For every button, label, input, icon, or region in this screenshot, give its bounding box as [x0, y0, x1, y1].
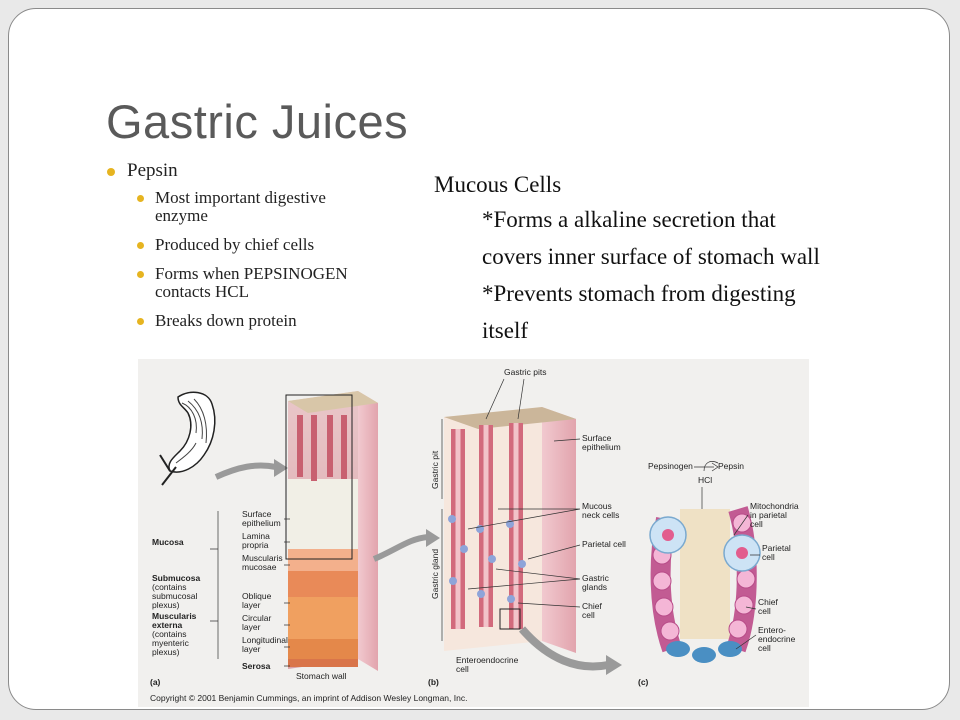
- arrow-head: [606, 655, 622, 675]
- slide: Gastric Juices Pepsin Most important dig…: [8, 8, 950, 710]
- mucous-cells-text: Mucous Cells *Forms a alkaline secretion…: [434, 169, 924, 349]
- pepsin-sub-list: Most important digestive enzyme Produced…: [101, 189, 421, 330]
- mucous-line: *Forms a alkaline secretion that: [482, 207, 776, 232]
- label-gastric-gland: Gastric gland: [430, 549, 440, 599]
- panel-c-leader-lines: [694, 461, 760, 650]
- figure-copyright: Copyright © 2001 Benjamin Cummings, an i…: [150, 693, 467, 703]
- label-pepsinogen: Pepsinogen: [648, 461, 693, 471]
- label-mucosa: Mucosa: [152, 537, 184, 547]
- pepsin-sub-item: Most important digestive enzyme: [101, 189, 355, 225]
- panel-b-label: (b): [428, 677, 439, 687]
- slide-title: Gastric Juices: [106, 95, 409, 148]
- label-hcl: HCl: [698, 475, 712, 485]
- pepsin-sub-item: Forms when PEPSINOGEN contacts HCL: [101, 265, 355, 301]
- panel-c-label: (c): [638, 677, 649, 687]
- pepsin-bullet-list: Pepsin Most important digestive enzyme P…: [101, 159, 421, 341]
- mucous-line: *Prevents stomach from digesting: [482, 281, 796, 306]
- stomach-wall-block: [285, 391, 378, 671]
- stomach-icon: [159, 391, 216, 486]
- mucous-line: covers inner surface of stomach wall: [482, 244, 820, 269]
- panel-a-leader-lines: [210, 511, 290, 667]
- arrow-to-pit: [372, 534, 429, 562]
- mucous-cells-heading: Mucous Cells: [434, 172, 562, 197]
- pepsin-sub-item: Breaks down protein: [101, 312, 355, 330]
- pepsin-sub-item: Produced by chief cells: [101, 236, 355, 254]
- panel-a-label: (a): [150, 677, 161, 687]
- label-pepsin: Pepsin: [718, 461, 744, 471]
- arrow-head: [274, 459, 288, 477]
- label-parietal-cell-b: Parietal cell: [582, 539, 626, 549]
- label-gastric-pit: Gastric pit: [430, 450, 440, 489]
- label-serosa: Serosa: [242, 661, 271, 671]
- arrow-to-cell: [518, 626, 609, 671]
- cell-detail: [649, 506, 761, 663]
- gastric-pit-block: [444, 407, 576, 653]
- arrow-to-wall: [214, 462, 277, 480]
- arrow-head: [426, 529, 440, 547]
- panel-a-caption: Stomach wall: [296, 671, 347, 681]
- label-gastric-pits: Gastric pits: [504, 367, 547, 377]
- mucous-line: itself: [482, 318, 528, 343]
- pepsin-bullet: Pepsin: [101, 159, 421, 183]
- panel-b-leader-lines: [441, 378, 581, 641]
